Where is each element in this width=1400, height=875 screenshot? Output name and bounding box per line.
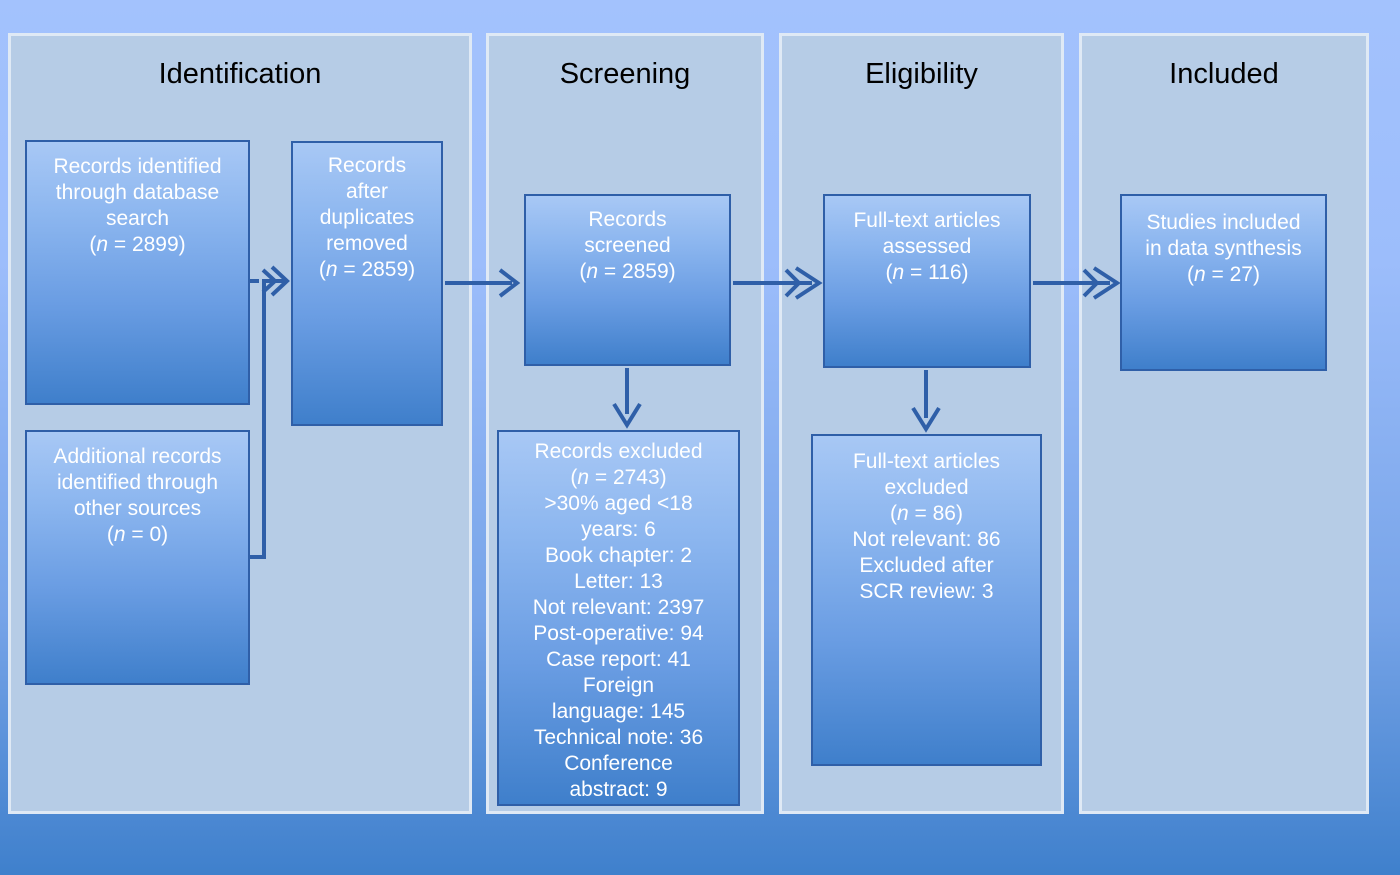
box-line: Not relevant: 2397 xyxy=(532,596,705,619)
box-line: language: 145 xyxy=(551,700,686,723)
box-records-identified-database: Records identified through database sear… xyxy=(25,140,250,405)
stage-title-eligibility: Eligibility xyxy=(865,58,978,90)
box-records-after-duplicates-removed: Records after duplicates removed (n = 28… xyxy=(291,141,443,426)
box-count: (n = 2859) xyxy=(318,258,416,281)
box-count: (n = 86) xyxy=(890,502,963,525)
box-fulltext-excluded: Full-text articles excluded (n = 86) Not… xyxy=(811,434,1042,766)
box-line: through database xyxy=(55,181,220,204)
box-line: Records xyxy=(327,154,407,177)
box-line: Excluded after xyxy=(859,554,994,577)
box-count: (n = 27) xyxy=(1187,263,1260,286)
box-line: Full-text articles xyxy=(852,450,1001,473)
stage-title-included: Included xyxy=(1169,58,1279,90)
box-line: excluded xyxy=(884,476,969,499)
box-records-excluded: Records excluded (n = 2743) >30% aged <1… xyxy=(497,430,740,806)
box-line: SCR review: 3 xyxy=(859,580,994,603)
box-line: removed xyxy=(326,232,408,255)
box-line: duplicates xyxy=(319,206,415,229)
box-line: other sources xyxy=(73,497,202,520)
box-count: (n = 2899) xyxy=(89,233,186,256)
box-line: Additional records xyxy=(53,445,222,468)
box-line: assessed xyxy=(882,235,972,258)
box-line: Records xyxy=(588,208,667,231)
box-line: Records excluded xyxy=(534,440,703,463)
box-line: Full-text articles xyxy=(853,209,1001,232)
box-line: Not relevant: 86 xyxy=(852,528,1001,551)
box-line: Records identified xyxy=(53,155,222,178)
box-line: Conference xyxy=(564,752,673,775)
box-line: years: 6 xyxy=(581,518,656,541)
box-line: abstract: 9 xyxy=(569,778,668,801)
box-count: (n = 116) xyxy=(885,261,969,284)
box-line: search xyxy=(105,207,170,230)
box-count: (n = 2859) xyxy=(579,260,676,283)
box-line: Foreign xyxy=(582,674,655,697)
box-line: Studies included xyxy=(1146,211,1301,234)
box-fulltext-assessed: Full-text articles assessed (n = 116) xyxy=(823,194,1031,368)
box-line: Book chapter: 2 xyxy=(544,544,693,567)
box-line: Technical note: 36 xyxy=(533,726,704,749)
box-line: after xyxy=(345,180,389,203)
stage-title-identification: Identification xyxy=(158,58,322,90)
box-line: identified through xyxy=(56,471,219,494)
box-line: Case report: 41 xyxy=(546,648,691,671)
box-count: (n = 0) xyxy=(106,523,169,546)
box-count: (n = 2743) xyxy=(570,466,667,489)
box-studies-included: Studies included in data synthesis (n = … xyxy=(1120,194,1327,371)
box-records-screened: Records screened (n = 2859) xyxy=(524,194,731,366)
box-line: >30% aged <18 xyxy=(544,492,693,515)
box-line: screened xyxy=(584,234,671,257)
box-line: Letter: 13 xyxy=(574,570,663,593)
box-additional-records: Additional records identified through ot… xyxy=(25,430,250,685)
box-line: Post-operative: 94 xyxy=(533,622,704,645)
stage-panel-included: Included xyxy=(1079,33,1369,814)
stage-title-screening: Screening xyxy=(559,58,691,90)
box-line: in data synthesis xyxy=(1145,237,1302,260)
